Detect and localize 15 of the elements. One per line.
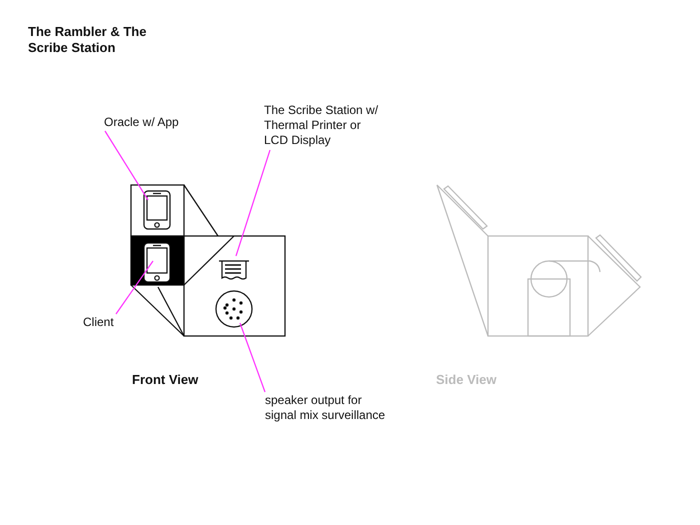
view-caption: Front View <box>132 372 200 387</box>
callout-text: Client <box>83 315 123 330</box>
leader-line <box>116 260 154 314</box>
diagram-title: The Rambler & The Scribe Station <box>28 24 148 56</box>
callout-text: speaker output for signal mix surveillance <box>265 393 393 423</box>
phone-icon <box>143 242 171 283</box>
callout-text: The Scribe Station w/ Thermal Printer or LCD Display <box>264 103 382 148</box>
callout-text: Oracle w/ App <box>104 115 204 130</box>
phone-icon <box>143 190 171 230</box>
leader-line <box>104 130 148 200</box>
view-caption: Side View <box>436 372 498 387</box>
receipt-printer-icon <box>219 260 249 280</box>
leader-line <box>239 322 266 392</box>
leader-line <box>235 150 271 256</box>
speaker-grille <box>215 290 253 328</box>
